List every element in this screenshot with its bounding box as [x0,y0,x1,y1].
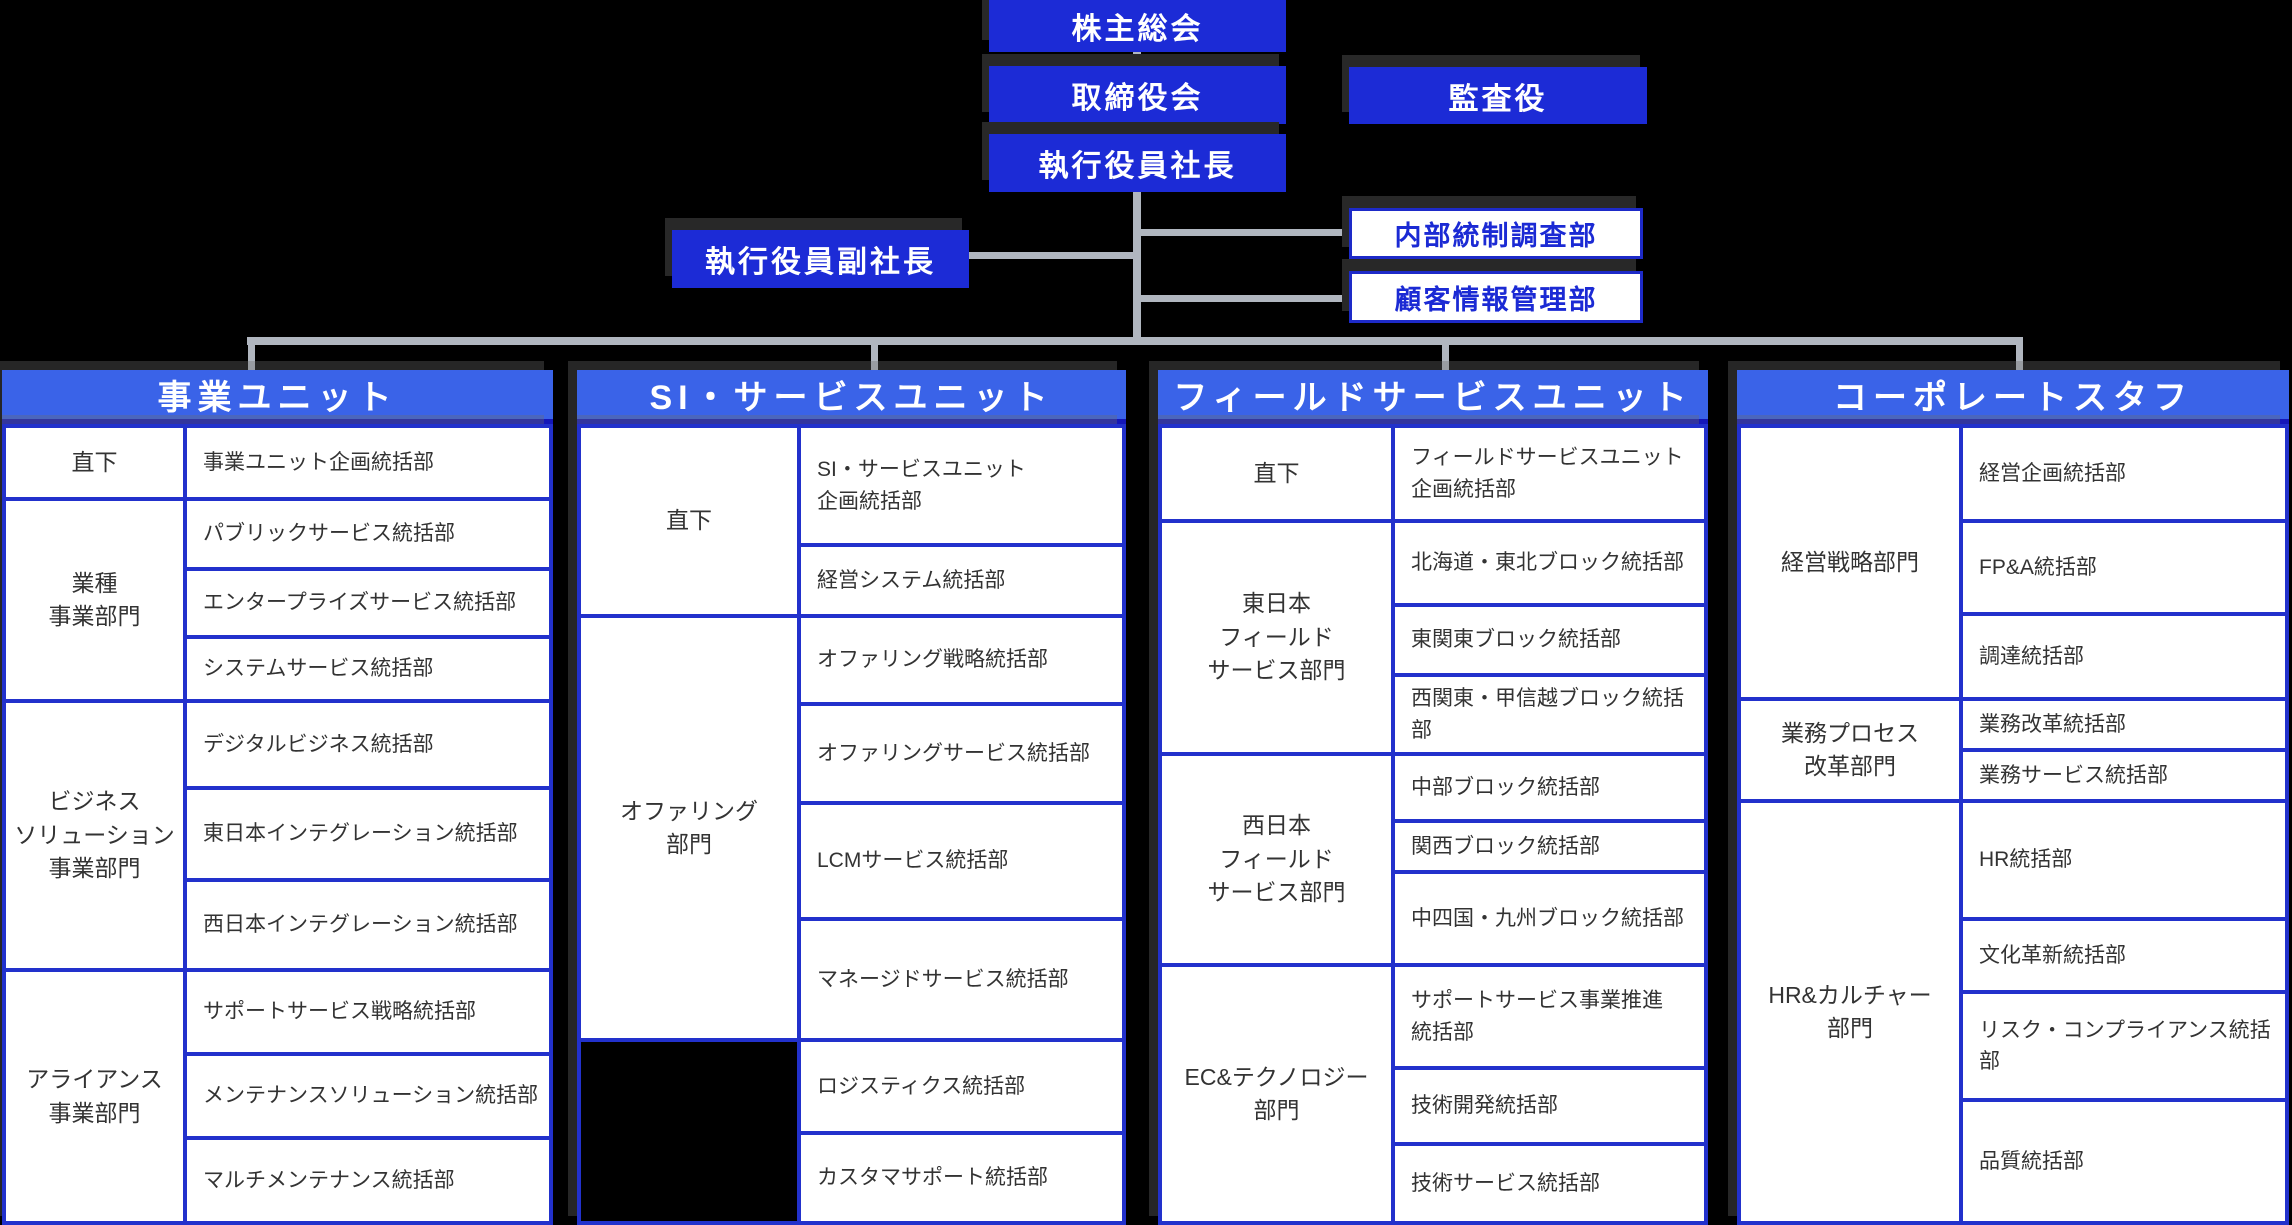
connector-shareholders-board [1133,52,1141,67]
group-label: EC&テクノロジー 部門 [1162,967,1391,1221]
dept-cell: メンテナンスソリューション統括部 [187,1056,549,1136]
si-service-unit-table: 直下 オファリング 部門 SI・サービスユニット 企画統括部 経営システム統括部… [577,424,1126,1225]
board-of-directors-label: 取締役会 [1071,82,1204,115]
dept-cell: 西関東・甲信越ブロック統括部 [1395,677,1704,752]
dept-cell: 調達統括部 [1963,616,2285,697]
group-label: 西日本 フィールド サービス部門 [1162,756,1391,963]
dept-cell: デジタルビジネス統括部 [187,703,549,786]
field-service-unit-title: フィールドサービスユニット [1173,379,1693,417]
dept-cell: サポートサービス戦略統括部 [187,972,549,1052]
dept-cell: 関西ブロック統括部 [1395,823,1704,870]
business-unit-header: 事業ユニット [2,370,553,424]
customer-info-dept-label: 顧客情報管理部 [1394,284,1598,315]
corporate-staff-title: コーポレートスタフ [1833,379,2193,417]
group-label: 東日本 フィールド サービス部門 [1162,523,1391,752]
connector-drop-corporate-staff [2016,345,2023,371]
si-service-unit-header: SI・サービスユニット [577,370,1126,424]
shareholders-meeting-label: 株主総会 [1071,13,1204,46]
dept-cell: サポートサービス事業推進 統括部 [1395,967,1704,1066]
dept-cell: システムサービス統括部 [187,639,549,699]
group-label: 業種 事業部門 [6,501,183,699]
redacted-group-label [581,1042,797,1221]
dept-cell: FP&A統括部 [1963,523,2285,612]
dept-cell: 西日本インテグレーション統括部 [187,882,549,968]
group-label: 直下 [581,428,797,614]
dept-cell: 業務改革統括部 [1963,701,2285,748]
president-label: 執行役員社長 [1038,150,1237,183]
internal-control-dept-box: 内部統制調査部 [1349,208,1643,259]
group-label: HR&カルチャー 部門 [1741,803,1959,1221]
dept-cell: マルチメンテナンス統括部 [187,1140,549,1221]
auditor-box: 監査役 [1349,67,1647,124]
dept-cell: 北海道・東北ブロック統括部 [1395,523,1704,603]
dept-cell: 中部ブロック統括部 [1395,756,1704,819]
dept-cell: 経営システム統括部 [801,547,1122,614]
group-label: 直下 [6,428,183,497]
board-of-directors-box: 取締役会 [989,66,1286,124]
dept-cell: パブリックサービス統括部 [187,501,549,567]
dept-cell: SI・サービスユニット 企画統括部 [801,428,1122,543]
connector-internal-control [1141,229,1351,236]
group-label: アライアンス 事業部門 [6,972,183,1221]
group-label: 経営戦略部門 [1741,428,1959,697]
field-service-unit-header: フィールドサービスユニット [1158,370,1708,424]
dept-cell: 中四国・九州ブロック統括部 [1395,874,1704,963]
auditor-label: 監査役 [1448,82,1548,116]
vice-president-box: 執行役員副社長 [672,230,969,288]
connector-vice-president [969,252,1135,259]
connector-trunk [1133,192,1141,345]
group-label: 業務プロセス 改革部門 [1741,701,1959,799]
connector-main-horizontal [247,337,2023,345]
business-unit-table: 直下 業種 事業部門 ビジネス ソリューション 事業部門 アライアンス 事業部門… [2,424,553,1225]
dept-cell: 業務サービス統括部 [1963,752,2285,799]
dept-cell: 技術サービス統括部 [1395,1146,1704,1221]
connector-drop-business-unit [248,345,255,371]
corporate-staff-table: 経営戦略部門 業務プロセス 改革部門 HR&カルチャー 部門 経営企画統括部 F… [1737,424,2289,1225]
group-label: 直下 [1162,428,1391,519]
dept-cell: カスタマサポート統括部 [801,1135,1122,1221]
corporate-staff-header: コーポレートスタフ [1737,370,2289,424]
president-box: 執行役員社長 [989,134,1286,192]
shareholders-meeting-box: 株主総会 [989,0,1286,52]
field-service-unit-table: 直下 東日本 フィールド サービス部門 西日本 フィールド サービス部門 EC&… [1158,424,1708,1225]
group-label: ビジネス ソリューション 事業部門 [6,703,183,968]
dept-cell: リスク・コンプライアンス統括部 [1963,994,2285,1098]
connector-drop-si-service-unit [871,345,878,371]
connector-customer-info [1141,295,1351,302]
business-unit-title: 事業ユニット [157,379,398,417]
dept-cell: オファリングサービス統括部 [801,706,1122,801]
dept-cell: 経営企画統括部 [1963,428,2285,519]
dept-cell: フィールドサービスユニット 企画統括部 [1395,428,1704,519]
internal-control-dept-label: 内部統制調査部 [1394,221,1598,251]
customer-info-dept-box: 顧客情報管理部 [1349,271,1643,323]
dept-cell: 技術開発統括部 [1395,1070,1704,1142]
vice-president-label: 執行役員副社長 [705,246,936,279]
dept-cell: マネージドサービス統括部 [801,921,1122,1038]
dept-cell: 事業ユニット企画統括部 [187,428,549,497]
group-label: オファリング 部門 [581,618,797,1038]
dept-cell: 文化革新統括部 [1963,921,2285,990]
dept-cell: 東関東ブロック統括部 [1395,607,1704,673]
connector-board-president [1133,124,1141,135]
dept-cell: 東日本インテグレーション統括部 [187,790,549,878]
dept-cell: オファリング戦略統括部 [801,618,1122,702]
dept-cell: ロジスティクス統括部 [801,1042,1122,1131]
dept-cell: HR統括部 [1963,803,2285,917]
dept-cell: LCMサービス統括部 [801,805,1122,917]
dept-cell: 品質統括部 [1963,1102,2285,1221]
si-service-unit-title: SI・サービスユニット [649,379,1054,417]
dept-cell: エンタープライズサービス統括部 [187,571,549,635]
connector-drop-field-service-unit [1442,345,1449,371]
